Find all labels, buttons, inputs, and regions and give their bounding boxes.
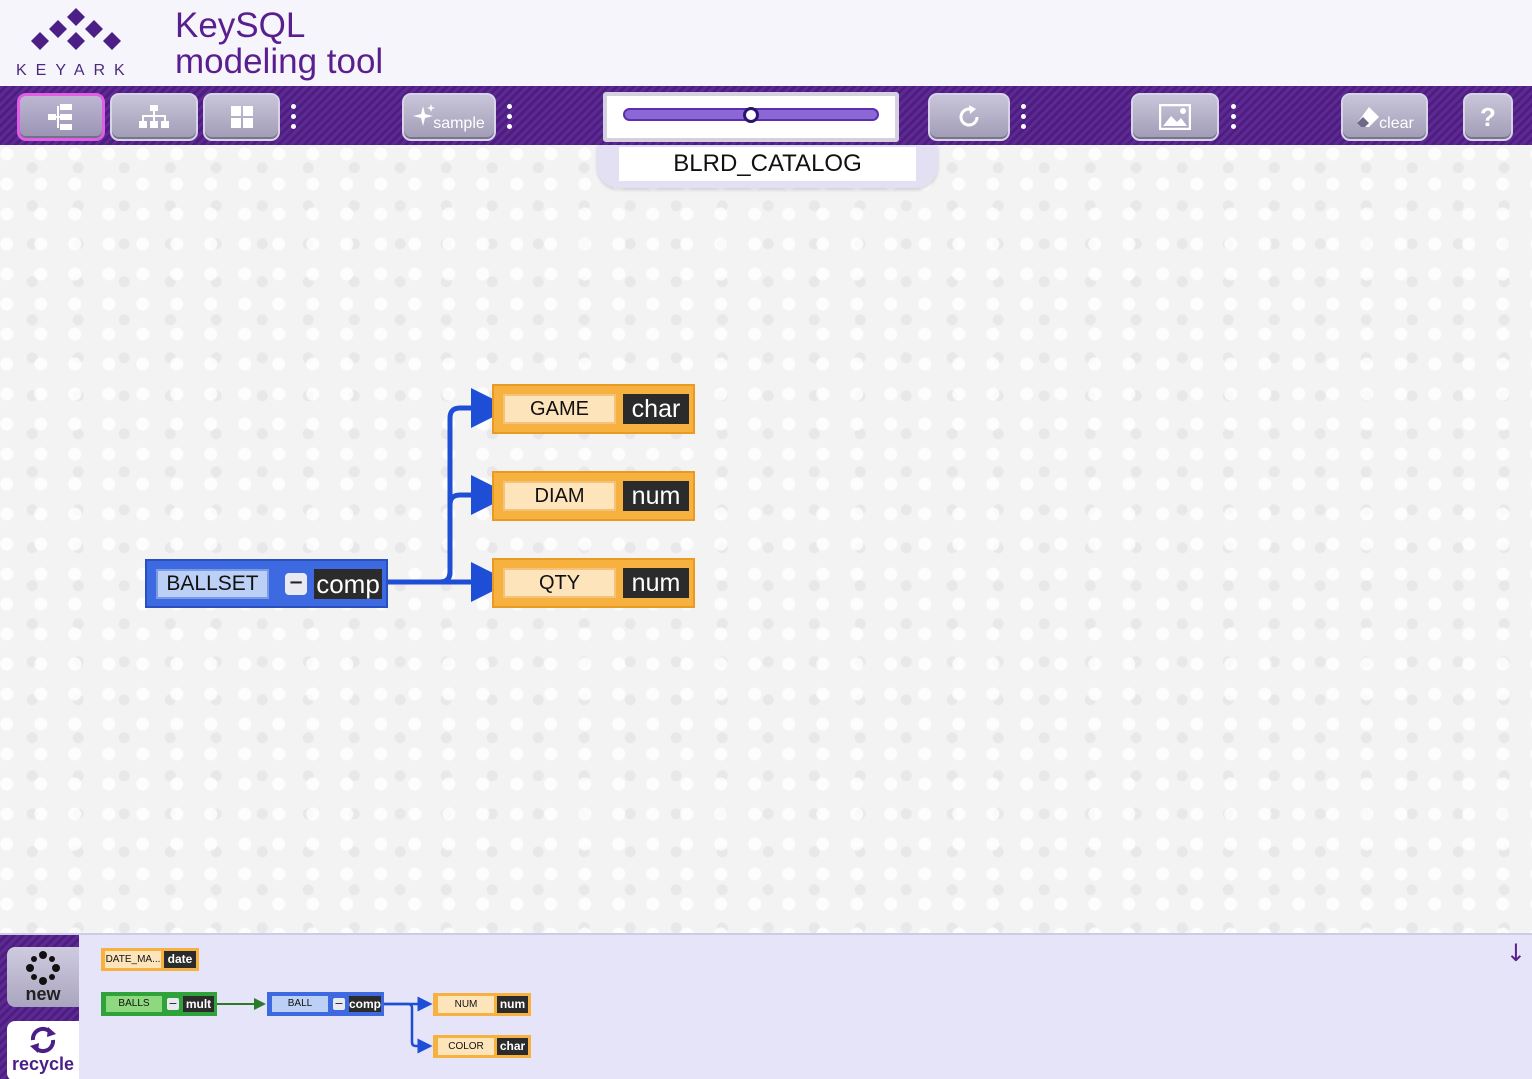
palette-item-color-name: COLOR xyxy=(438,1038,494,1055)
grid-view-button[interactable] xyxy=(203,93,280,141)
palette-balls-collapse[interactable]: − xyxy=(167,997,179,1010)
zoom-slider-box xyxy=(603,92,899,142)
grid-icon xyxy=(230,106,253,128)
new-label: new xyxy=(25,984,61,1004)
zoom-slider[interactable] xyxy=(623,107,879,123)
recycle-button[interactable]: recycle xyxy=(7,1021,79,1079)
app-header: KEYARK KeySQL modeling tool xyxy=(0,0,1532,86)
node-qty[interactable]: QTY num xyxy=(492,558,695,608)
sample-more-menu[interactable] xyxy=(506,104,514,134)
app-title: KeySQL modeling tool xyxy=(175,8,383,80)
palette-links xyxy=(217,996,433,1054)
palette-item-ball-name: BALL xyxy=(272,996,328,1012)
node-ballset-name[interactable]: BALLSET xyxy=(156,569,269,599)
image-button[interactable] xyxy=(1131,93,1219,141)
palette-item-num-name: NUM xyxy=(438,996,494,1013)
node-ballset-type: comp xyxy=(314,569,382,599)
catalog-tab: BLRD_CATALOG xyxy=(597,145,938,188)
sample-button[interactable]: sample xyxy=(402,93,496,141)
refresh-icon xyxy=(959,105,979,127)
palette-item-num[interactable]: NUM num xyxy=(433,993,531,1016)
sparkle-icon xyxy=(413,104,436,126)
palette-item-balls-type: mult xyxy=(183,996,214,1012)
hierarchy-view-button[interactable] xyxy=(110,93,198,141)
palette-item-date-name: DATE_MA... xyxy=(105,951,161,968)
main-toolbar: sample clear ? xyxy=(0,86,1532,145)
palette-item-date-type: date xyxy=(164,951,196,968)
node-ballset[interactable]: BALLSET − comp xyxy=(145,559,388,608)
clear-label: clear xyxy=(1379,115,1414,132)
burst-icon xyxy=(26,951,60,985)
recycle-label: recycle xyxy=(11,1054,75,1074)
palette-item-ball[interactable]: BALL − comp xyxy=(267,992,384,1016)
palette-item-balls-name: BALLS xyxy=(106,996,162,1012)
image-icon xyxy=(1159,104,1191,130)
question-icon: ? xyxy=(1480,101,1496,132)
refresh-more-menu[interactable] xyxy=(1020,104,1028,134)
diagram-links xyxy=(388,388,511,602)
palette-scroll-down-icon[interactable]: ↓ xyxy=(1505,939,1526,967)
palette-link-ball-color xyxy=(384,1002,433,1054)
palette-sidebar: new recycle xyxy=(0,935,79,1079)
new-button[interactable]: new xyxy=(7,947,79,1007)
keyark-logo-icon xyxy=(31,8,121,50)
collapse-button[interactable]: − xyxy=(285,573,307,595)
palette-item-date[interactable]: DATE_MA... date xyxy=(101,948,199,971)
node-qty-name[interactable]: QTY xyxy=(503,568,616,598)
refresh-button[interactable] xyxy=(928,93,1010,141)
tree-left-icon xyxy=(48,104,72,130)
palette-item-num-type: num xyxy=(497,996,528,1013)
app-title-line2: modeling tool xyxy=(175,42,384,81)
palette-item-balls[interactable]: BALLS − mult xyxy=(101,992,217,1016)
recycle-icon xyxy=(30,1026,56,1054)
clear-button[interactable]: clear xyxy=(1341,93,1428,141)
node-game-name[interactable]: GAME xyxy=(503,394,616,424)
eraser-icon xyxy=(1357,107,1380,127)
logo-wordmark: KEYARK xyxy=(16,62,134,79)
node-game-type: char xyxy=(623,394,689,424)
sample-label: sample xyxy=(433,115,485,132)
palette-item-color-type: char xyxy=(497,1038,528,1055)
link-ballset-diam xyxy=(388,475,511,585)
node-game[interactable]: GAME char xyxy=(492,384,695,434)
zoom-slider-thumb[interactable] xyxy=(743,107,759,123)
diagram-canvas[interactable]: BALLSET − comp GAME char DIAM num QTY nu… xyxy=(0,145,1532,933)
hierarchy-icon xyxy=(139,105,169,128)
tree-left-view-button[interactable] xyxy=(17,93,105,141)
node-diam-type: num xyxy=(623,481,689,511)
palette-item-color[interactable]: COLOR char xyxy=(433,1035,531,1058)
palette-ball-collapse[interactable]: − xyxy=(333,997,345,1010)
palette-item-ball-type: comp xyxy=(349,996,382,1012)
palette-panel: new recycle DATE_MA... date BALLS − mult xyxy=(0,933,1532,1079)
node-diam[interactable]: DIAM num xyxy=(492,471,695,521)
catalog-name-field[interactable]: BLRD_CATALOG xyxy=(619,147,916,181)
help-button[interactable]: ? xyxy=(1463,93,1513,141)
image-more-menu[interactable] xyxy=(1230,104,1238,134)
app-title-line1: KeySQL xyxy=(175,6,306,45)
node-qty-type: num xyxy=(623,568,689,598)
view-more-menu[interactable] xyxy=(290,104,298,134)
node-diam-name[interactable]: DIAM xyxy=(503,481,616,511)
